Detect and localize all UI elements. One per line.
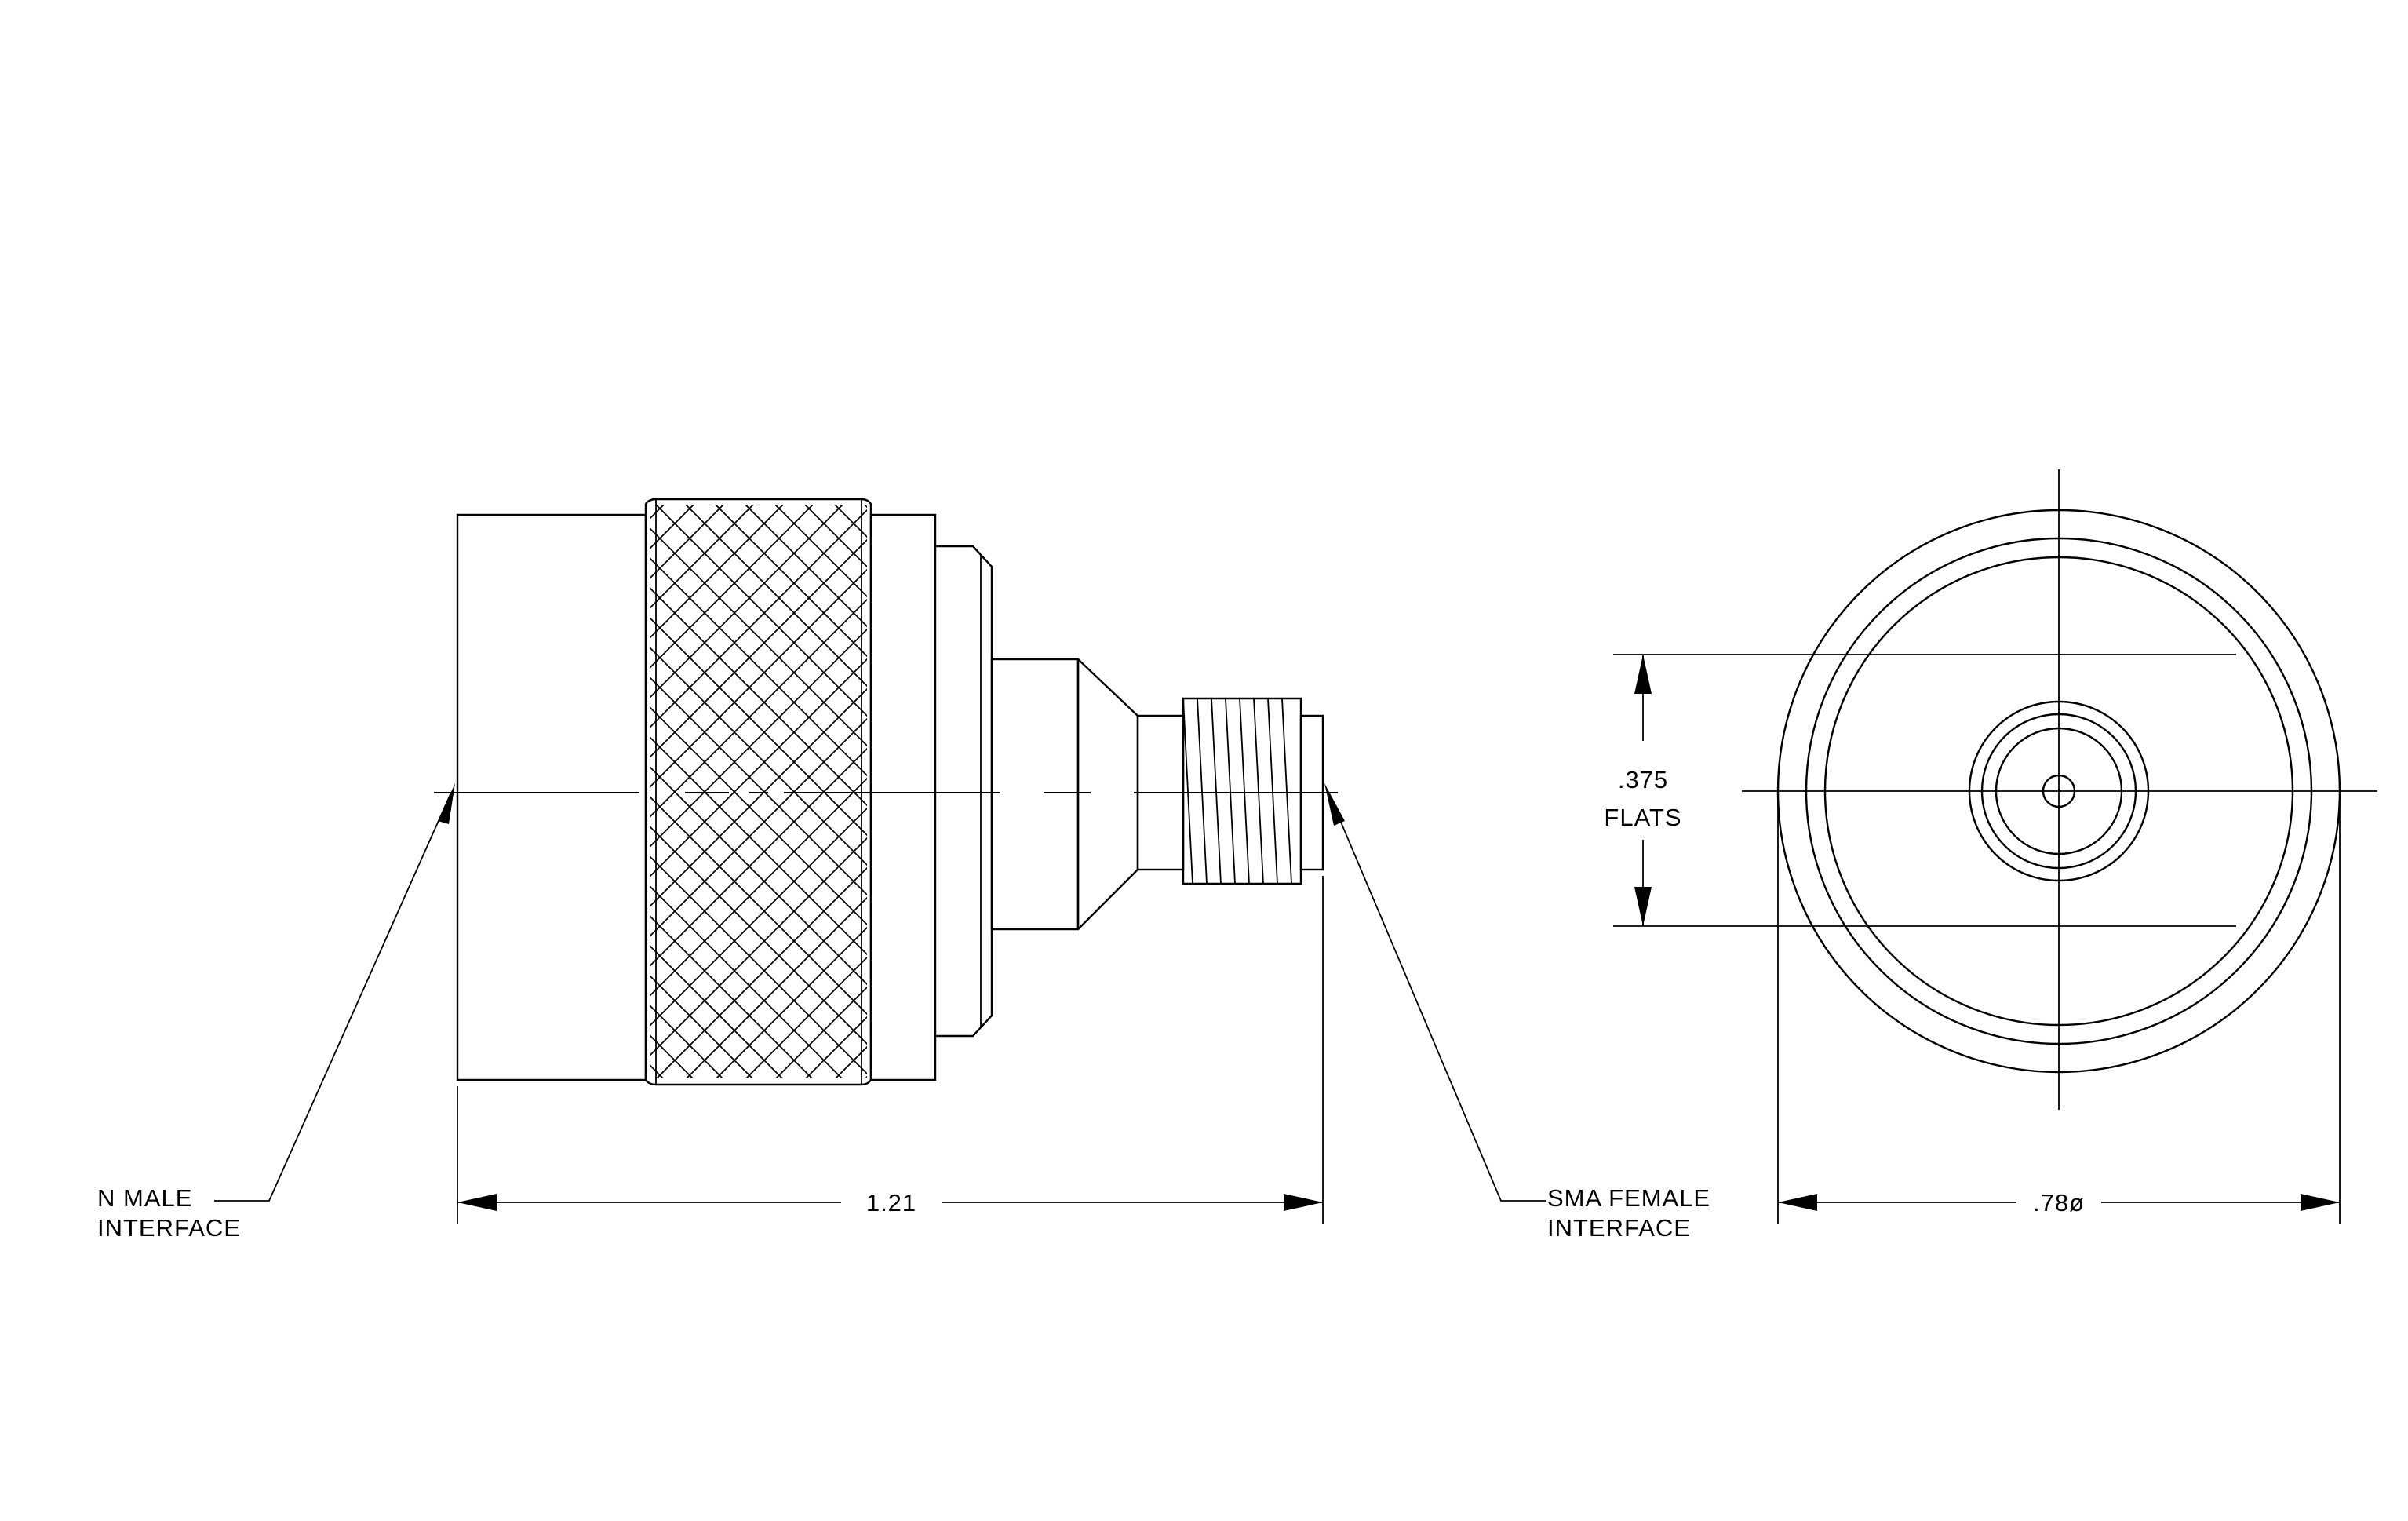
sma-threads: [1182, 697, 1302, 885]
chamfer-step: [935, 545, 993, 1038]
flats-dimension-value: .375: [1618, 766, 1668, 793]
rear-collar: [869, 513, 937, 1081]
sma-female-label-line1: SMA FEMALE: [1547, 1184, 1710, 1212]
taper: [1077, 658, 1139, 930]
flats-dimension: [1613, 654, 2236, 927]
side-view: N MALE INTERFACE SMA FEMALE INTERFACE 1.…: [97, 498, 1710, 1242]
n-male-label-line2: INTERFACE: [97, 1214, 241, 1242]
end-view: .375 FLATS .78ø: [1604, 469, 2377, 1224]
flats-dimension-word: FLATS: [1604, 804, 1681, 831]
sma-female-label-line2: INTERFACE: [1547, 1214, 1691, 1242]
length-dimension-value: 1.21: [866, 1189, 916, 1216]
n-male-leader: [214, 783, 455, 1202]
n-male-body: [456, 513, 647, 1081]
n-male-label-line1: N MALE: [97, 1184, 192, 1212]
length-dimension: [457, 876, 1324, 1224]
diameter-dimension: [1777, 801, 2341, 1224]
hex-body: [990, 658, 1080, 931]
diameter-dimension-value: .78ø: [2033, 1189, 2085, 1216]
sma-female-leader: [1324, 783, 1546, 1202]
